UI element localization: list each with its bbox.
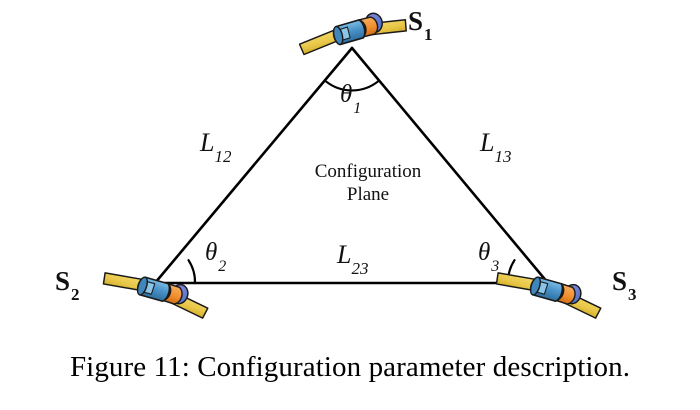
- vertex-label-s3-base: S: [612, 266, 628, 296]
- edge-label-l12-base: L: [200, 128, 215, 157]
- edge-label-l13-sub: 13: [494, 147, 512, 167]
- angle-arc-theta1: [324, 80, 380, 92]
- edge-label-l12-sub: 12: [214, 147, 232, 167]
- angle-label-theta2: θ2: [205, 239, 226, 275]
- angle-label-theta3-sub: 3: [491, 258, 500, 275]
- vertex-label-s2-base: S: [55, 266, 71, 296]
- vertex-label-s2: S2: [55, 266, 80, 304]
- edge-label-l13-base: L: [480, 128, 495, 157]
- angle-label-theta3-base: θ: [478, 239, 491, 266]
- configuration-plane-line1: Configuration: [314, 161, 422, 182]
- formation-triangle-svg: [100, 5, 607, 320]
- angle-label-theta1-base: θ: [340, 81, 353, 108]
- configuration-plane-line2: Plane: [346, 184, 390, 206]
- angle-label-theta2-base: θ: [205, 239, 218, 266]
- edge-line-L12: [153, 46, 354, 285]
- vertex-label-s1-sub: 1: [424, 25, 433, 45]
- edge-label-l23-sub: 23: [351, 259, 369, 279]
- angle-label-theta1-sub: 1: [353, 100, 362, 117]
- angle-arc-theta2: [187, 259, 197, 285]
- edge-label-l23: L23: [337, 240, 368, 278]
- satellite-icon-s2: [100, 260, 214, 320]
- vertex-label-s3: S3: [612, 266, 637, 304]
- figure-caption: Figure 11: Configuration parameter descr…: [69, 351, 631, 383]
- edge-line-L13: [350, 46, 550, 285]
- edge-label-l13: L13: [480, 128, 511, 166]
- angle-label-theta3: θ3: [478, 239, 499, 275]
- vertex-label-s3-sub: 3: [628, 285, 637, 305]
- vertex-label-s1: S1: [408, 6, 433, 44]
- diagram-area: S1 S2 S3 L12 L13 L23 θ1 θ2 θ3 Co: [55, 5, 637, 320]
- angle-label-theta1: θ1: [340, 81, 361, 117]
- triangle-edges: [153, 46, 550, 285]
- angle-label-theta2-sub: 2: [218, 258, 227, 275]
- edge-label-l12: L12: [200, 128, 231, 166]
- edge-label-l23-base: L: [337, 240, 352, 269]
- vertex-label-s1-base: S: [408, 6, 424, 36]
- vertex-label-s2-sub: 2: [71, 285, 80, 305]
- configuration-plane-label: Configuration Plane: [268, 160, 468, 206]
